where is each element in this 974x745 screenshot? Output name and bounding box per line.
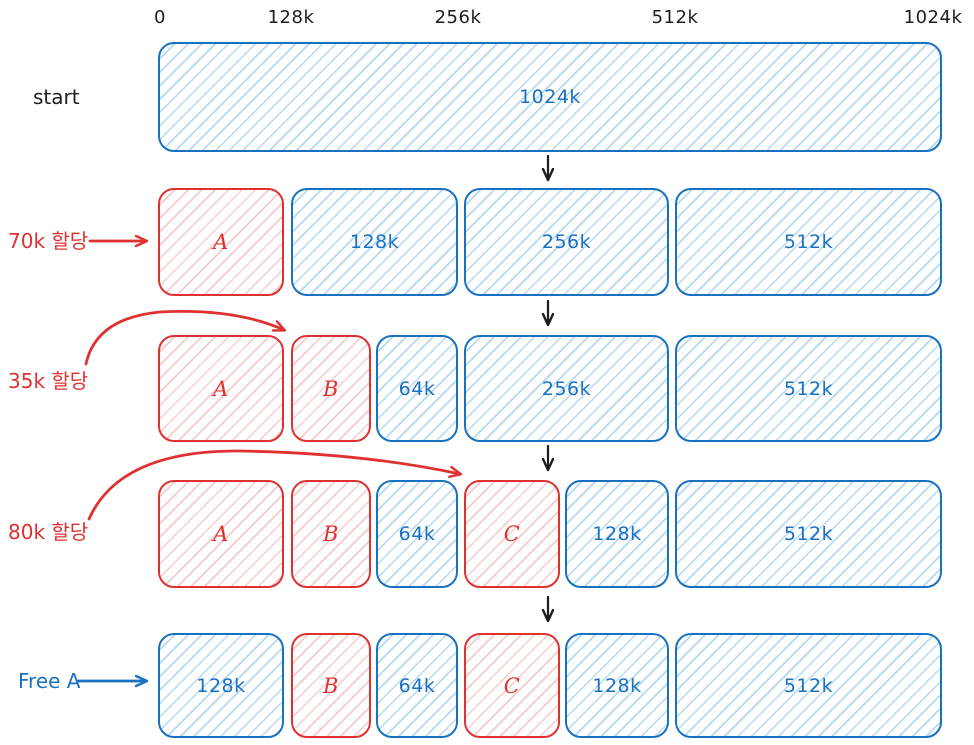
memory-block: 128k [158, 633, 284, 738]
row-label-free-a: Free A [18, 669, 81, 693]
axis-tick: 512k [651, 7, 699, 28]
memory-block: 128k [565, 480, 669, 588]
axis-tick: 0 [154, 7, 166, 28]
memory-block: B [291, 335, 371, 442]
memory-block: 64k [376, 335, 458, 442]
memory-block: A [158, 335, 284, 442]
row-label-alloc-35k: 35k 할당 [8, 369, 89, 393]
memory-block: 64k [376, 480, 458, 588]
memory-block: 256k [464, 188, 669, 296]
memory-block: B [291, 633, 371, 738]
axis-tick: 128k [267, 7, 315, 28]
memory-block: A [158, 480, 284, 588]
memory-block: 512k [675, 633, 942, 738]
memory-block: C [464, 480, 560, 588]
axis-tick: 1024k [903, 7, 963, 28]
memory-block: 128k [291, 188, 458, 296]
memory-block: 1024k [158, 42, 942, 152]
memory-block: C [464, 633, 560, 738]
memory-block: 512k [675, 335, 942, 442]
row-label-alloc-80k: 80k 할당 [8, 520, 89, 544]
memory-block: B [291, 480, 371, 588]
axis-tick: 256k [434, 7, 482, 28]
row-label-alloc-70k: 70k 할당 [8, 229, 89, 253]
memory-block: 512k [675, 188, 942, 296]
memory-block: 256k [464, 335, 669, 442]
memory-block: 128k [565, 633, 669, 738]
row-label-start: start [33, 85, 80, 109]
memory-block: A [158, 188, 284, 296]
memory-block: 64k [376, 633, 458, 738]
memory-block: 512k [675, 480, 942, 588]
